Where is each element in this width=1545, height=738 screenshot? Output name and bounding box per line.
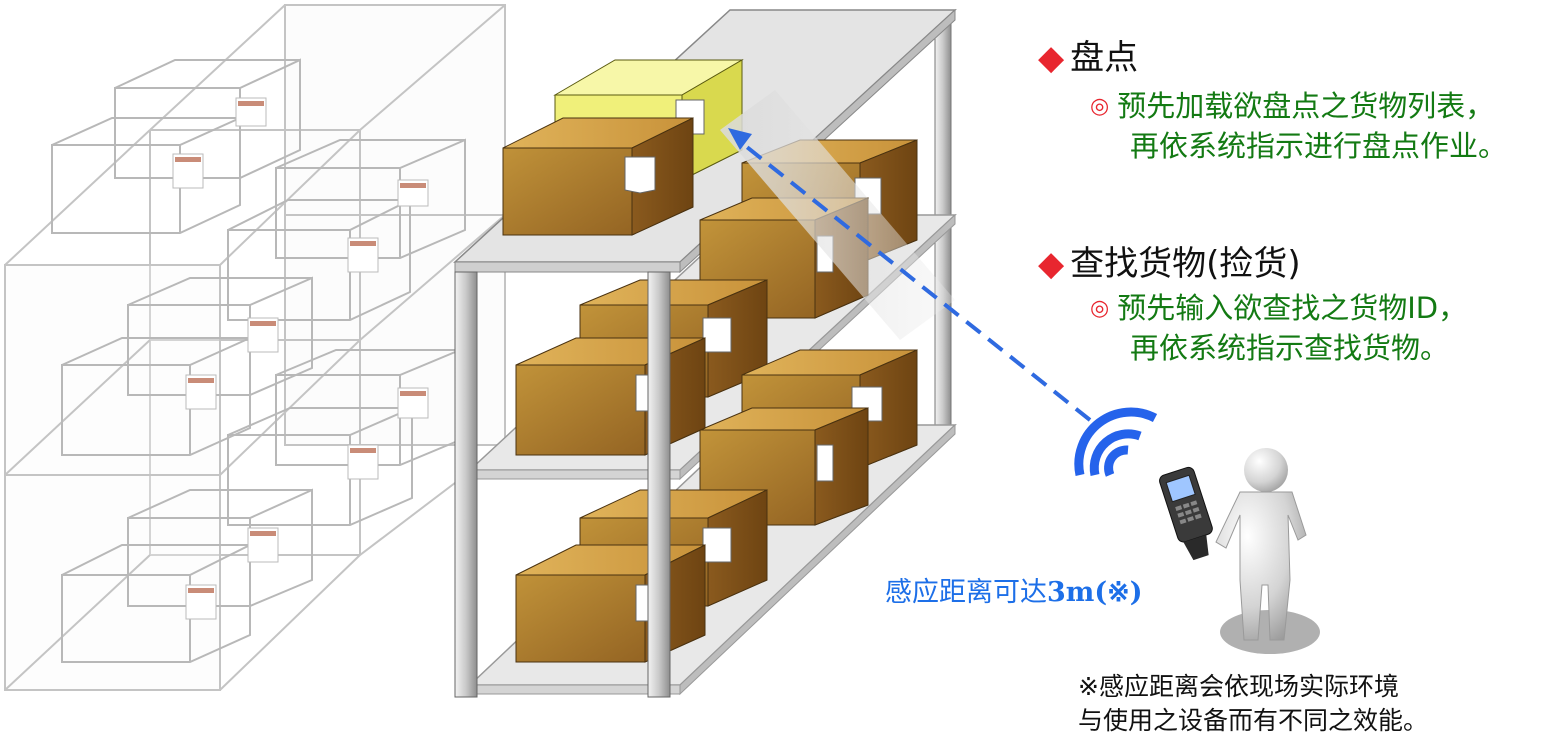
cardboard-box <box>515 337 706 456</box>
inventory-desc: ◎ 预先加载欲盘点之货物列表， 再依系统指示进行盘点作业。 <box>1090 88 1507 165</box>
sensing-distance-label: 感应距离可达3m(※) <box>885 570 1143 609</box>
ghost-shelves <box>4 4 506 691</box>
diamond-bullet-icon: ◆ <box>1038 244 1065 284</box>
inventory-title: 盘点 <box>1070 38 1139 78</box>
cardboard-box <box>515 544 706 663</box>
arrow-head-icon <box>728 128 752 150</box>
footnote-line-2: 与使用之设备而有不同之效能。 <box>1078 706 1429 735</box>
main-shelf <box>453 8 957 698</box>
search-title: 查找货物(捡货) <box>1070 244 1301 284</box>
search-line-1: 预先输入欲查找之货物ID， <box>1117 291 1468 325</box>
footnote: ※感应距离会依现场实际环境 与使用之设备而有不同之效能。 <box>1078 670 1428 738</box>
double-circle-bullet-icon: ◎ <box>1090 296 1110 321</box>
wifi-signal-icon <box>1074 407 1158 477</box>
diamond-bullet-icon: ◆ <box>1038 38 1065 78</box>
double-circle-bullet-icon: ◎ <box>1090 94 1110 119</box>
scan-beam <box>720 90 955 340</box>
footnote-line-1: ※感应距离会依现场实际环境 <box>1078 672 1399 701</box>
distance-suffix: 3m(※) <box>1047 577 1143 608</box>
search-heading: ◆查找货物(捡货) <box>1038 236 1301 285</box>
cardboard-box <box>502 117 694 236</box>
search-desc: ◎ 预先输入欲查找之货物ID， 再依系统指示查找货物。 <box>1090 290 1467 367</box>
search-line-2: 再依系统指示查找货物。 <box>1130 331 1450 365</box>
inventory-line-2: 再依系统指示进行盘点作业。 <box>1130 129 1508 163</box>
inventory-heading: ◆盘点 <box>1038 30 1138 79</box>
inventory-line-1: 预先加载欲盘点之货物列表， <box>1117 89 1495 123</box>
dashed-signal-line <box>736 138 1092 422</box>
distance-prefix: 感应距离可达 <box>885 577 1047 608</box>
handheld-rfid-reader-icon <box>1159 466 1213 561</box>
person-icon <box>1215 448 1320 654</box>
